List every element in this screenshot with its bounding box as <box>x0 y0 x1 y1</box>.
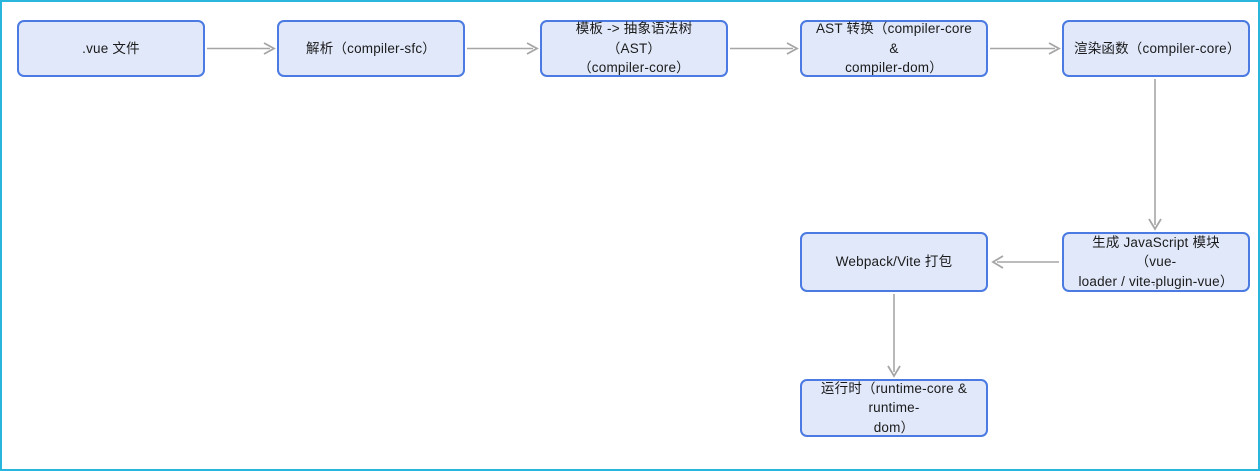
node-runtime-label: 运行时（runtime-core & runtime- dom） <box>820 380 968 435</box>
node-ast-transform[interactable]: AST 转换（compiler-core & compiler-dom） <box>800 20 988 77</box>
edge-vue-file-to-parse <box>207 42 276 55</box>
node-vue-file-label: .vue 文件 <box>82 40 140 56</box>
node-render-function-label: 渲染函数（compiler-core） <box>1074 40 1241 56</box>
edge-bundler-to-runtime <box>887 294 901 378</box>
node-parse[interactable]: 解析（compiler-sfc） <box>277 20 465 77</box>
node-render-function[interactable]: 渲染函数（compiler-core） <box>1062 20 1250 77</box>
node-template-ast[interactable]: 模板 -> 抽象语法树（AST） （compiler-core） <box>540 20 728 77</box>
edge-template-ast-to-ast-transform <box>730 42 799 55</box>
edge-ast-transform-to-render-function <box>990 42 1061 55</box>
node-template-ast-label: 模板 -> 抽象语法树（AST） （compiler-core） <box>575 21 693 76</box>
node-bundler[interactable]: Webpack/Vite 打包 <box>800 232 988 292</box>
edge-js-module-to-bundler <box>991 255 1059 269</box>
node-runtime[interactable]: 运行时（runtime-core & runtime- dom） <box>800 379 988 437</box>
stray-dot-mark: · <box>1152 279 1156 291</box>
node-js-module-label: 生成 JavaScript 模块（vue- loader / vite-plug… <box>1078 234 1234 289</box>
node-parse-label: 解析（compiler-sfc） <box>306 40 436 56</box>
node-vue-file[interactable]: .vue 文件 <box>17 20 205 77</box>
node-js-module[interactable]: 生成 JavaScript 模块（vue- loader / vite-plug… <box>1062 232 1250 292</box>
edge-render-function-to-js-module <box>1148 79 1162 231</box>
node-ast-transform-label: AST 转换（compiler-core & compiler-dom） <box>815 21 973 76</box>
node-bundler-label: Webpack/Vite 打包 <box>835 254 953 270</box>
edge-parse-to-template-ast <box>467 42 539 55</box>
